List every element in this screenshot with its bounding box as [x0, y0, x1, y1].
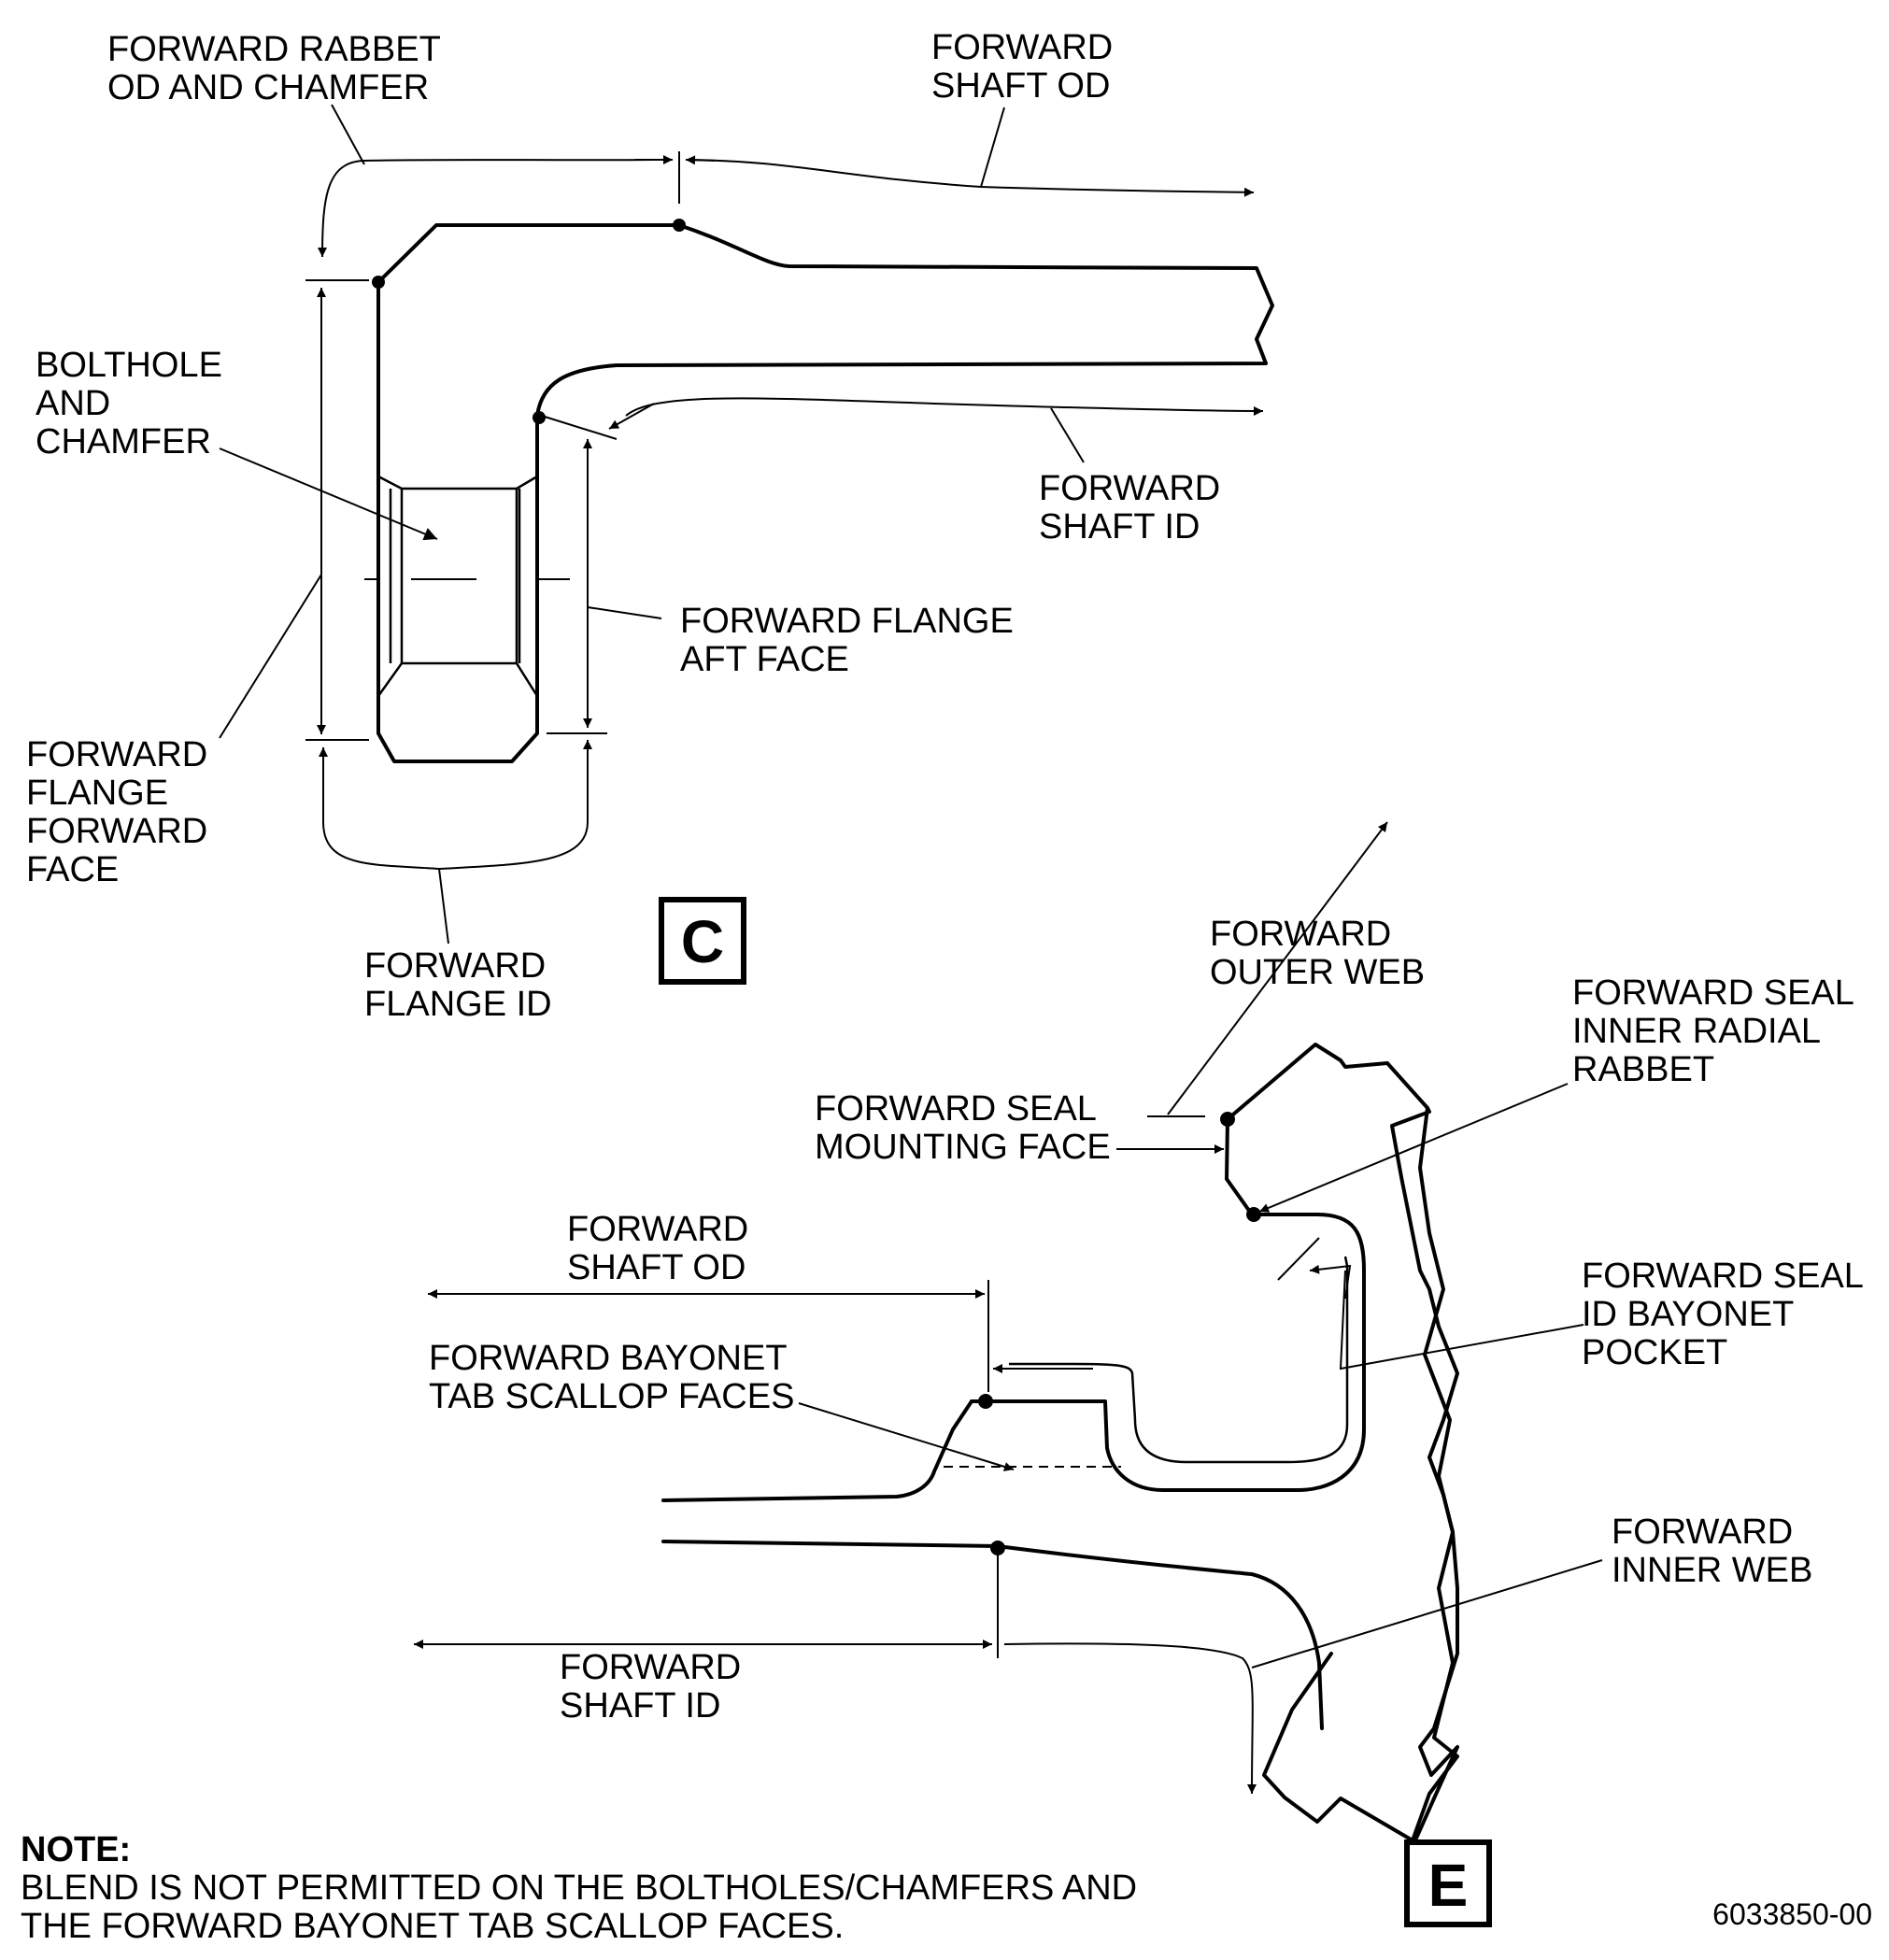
label-e-forward-seal-id-bayonet-pocket: FORWARD SEAL ID BAYONET POCKET: [1582, 1257, 1872, 1372]
view-c-point-rabbet: [372, 276, 385, 289]
view-c-bolthole-leader: [219, 447, 438, 541]
label-c-forward-flange-forward-face: FORWARD FLANGE FORWARD FACE: [26, 735, 218, 889]
view-c-drawing: [219, 104, 1274, 944]
view-c-flange-id-dim: [319, 747, 440, 870]
view-e-outer-web-leader: [1167, 821, 1388, 1115]
view-e-point-shaft-id: [990, 1541, 1005, 1555]
view-e-break-line: [1262, 1106, 1459, 1842]
view-e-id-box: [1404, 1839, 1492, 1927]
view-c-shaft-od-label-leader: [980, 107, 1005, 188]
view-c-shaft-id-label-leader: [1050, 407, 1085, 463]
view-e-scallop-leader: [798, 1402, 1015, 1471]
view-c-flange-aft-face-leader: [587, 606, 662, 619]
view-c-point-shaft-od: [673, 219, 686, 232]
view-e-bayonet-tab-outline: [661, 1399, 987, 1502]
view-e-drawing: [414, 821, 1603, 1842]
view-e-bayonet-pocket-inner: [1009, 1256, 1349, 1464]
view-e-bayonet-pocket-extension: [1277, 1237, 1320, 1281]
label-e-forward-inner-web: FORWARD INNER WEB: [1612, 1513, 1812, 1590]
view-c-shaft-id-arrowback: [608, 403, 655, 430]
view-e-inner-radial-rabbet-arrow: [1258, 1083, 1569, 1213]
label-c-forward-shaft-id: FORWARD SHAFT ID: [1039, 469, 1230, 547]
view-c-extension-lines: [305, 151, 680, 741]
view-c-flange-id-dim-2: [438, 740, 592, 870]
label-e-forward-seal-inner-radial-rabbet: FORWARD SEAL INNER RADIAL RABBET: [1572, 973, 1863, 1089]
label-c-forward-rabbet-od-chamfer: FORWARD RABBET OD AND CHAMFER: [107, 30, 450, 107]
label-c-bolthole-chamfer: BOLTHOLE AND CHAMFER: [36, 346, 232, 462]
view-e-shaft-id-return: [1003, 1642, 1257, 1795]
view-c-flange-forward-face-leader: [219, 574, 322, 739]
view-e-bayonet-pocket-leader: [1339, 1270, 1584, 1371]
view-c-part-outline: [376, 223, 1274, 763]
view-e-point-shaft-od: [978, 1394, 993, 1409]
label-e-forward-shaft-id: FORWARD SHAFT ID: [560, 1648, 751, 1726]
label-e-forward-outer-web: FORWARD OUTER WEB: [1210, 915, 1425, 992]
figure-reference-number: 6033850-00: [1712, 1897, 1872, 1931]
view-c-point-shaft-id: [533, 411, 546, 424]
view-e-inner-web-leader: [1251, 1559, 1603, 1669]
view-c-id-box: [659, 897, 746, 985]
view-e-point-outer-web: [1220, 1112, 1235, 1127]
view-c-shaft-od-leader-arrowback: [685, 155, 716, 165]
view-c-bolthole-outline: [376, 475, 539, 697]
label-e-forward-shaft-od: FORWARD SHAFT OD: [567, 1210, 759, 1287]
view-c-shaft-od-leader: [686, 159, 1255, 197]
view-e-seal-face-outline: [970, 1117, 1366, 1492]
view-c-rabbet-label-leader: [331, 104, 365, 165]
label-e-forward-seal-mounting-face: FORWARD SEAL MOUNTING FACE: [815, 1089, 1111, 1167]
note-heading: NOTE:: [21, 1830, 131, 1869]
view-e-shaft-id-outline: [661, 1540, 1324, 1730]
label-e-forward-bayonet-tab-scallop-faces: FORWARD BAYONET TAB SCALLOP FACES: [429, 1339, 796, 1416]
label-c-forward-flange-id: FORWARD FLANGE ID: [364, 946, 556, 1024]
view-e-point-inner-radial-rabbet: [1246, 1207, 1261, 1222]
view-c-shaft-id-leader: [625, 397, 1264, 417]
label-c-forward-flange-aft-face: FORWARD FLANGE AFT FACE: [680, 602, 1023, 679]
view-e-bayonet-pocket-arrow: [1309, 1264, 1352, 1300]
note-body: BLEND IS NOT PERMITTED ON THE BOLTHOLES/…: [21, 1868, 1147, 1946]
view-c-rabbet-leader: [318, 159, 655, 258]
view-c-id: C: [681, 908, 724, 975]
view-c-flange-id-leader: [438, 868, 449, 944]
label-c-forward-shaft-od: FORWARD SHAFT OD: [931, 28, 1123, 106]
view-e-id: E: [1428, 1852, 1469, 1919]
